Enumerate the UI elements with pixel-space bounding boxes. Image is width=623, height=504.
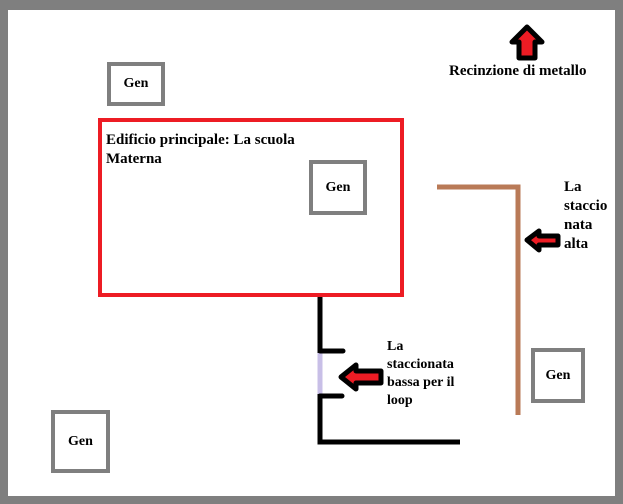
generator: Gen: [531, 348, 585, 403]
generator: Gen: [51, 410, 110, 473]
metal-fence-label: Recinzione di metallo: [449, 63, 587, 79]
generator-label: Gen: [545, 367, 571, 383]
generator-label: Gen: [123, 76, 149, 91]
generator: Gen: [309, 160, 367, 215]
low-fence-label: La staccionata bassa per il loop: [387, 339, 455, 408]
low-fence-line: [317, 297, 460, 445]
high-fence-label: La staccio nata alta: [564, 179, 608, 252]
building-label: Edificio principale: La scuola Materna: [106, 132, 295, 167]
high-fence-line: [437, 184, 521, 415]
generator: Gen: [107, 62, 165, 106]
main-building: [98, 118, 404, 297]
arrow-up-icon: [509, 24, 545, 61]
arrow-left-icon: [338, 362, 384, 392]
generator-label: Gen: [68, 433, 93, 449]
generator-label: Gen: [325, 179, 351, 195]
arrow-left-icon: [524, 228, 561, 253]
